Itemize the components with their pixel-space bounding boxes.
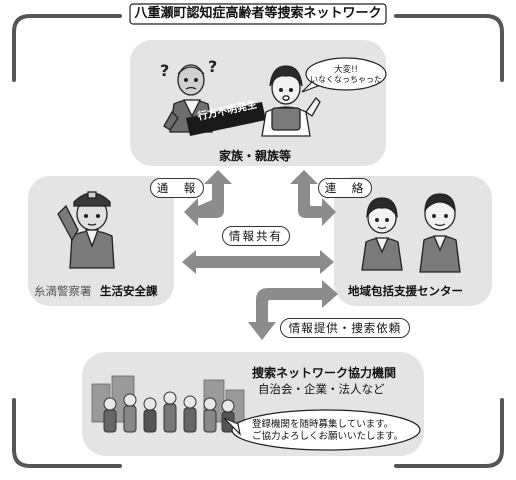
contact-arrow xyxy=(290,170,336,226)
family-member-illustration xyxy=(261,65,321,137)
speech-line-2: いなくなっちゃった xyxy=(310,75,382,84)
police-section-label: 生活安全課 xyxy=(100,284,158,298)
center-label: 地域包括支援センター xyxy=(348,284,463,298)
report-arrow xyxy=(184,170,232,226)
info-request-arrow xyxy=(248,280,338,340)
notice-bubble xyxy=(223,409,421,451)
notice-line-1: 登録機関を随時募集しています。 xyxy=(252,419,394,430)
report-pill: 通 報 xyxy=(150,178,204,198)
network-title: 捜索ネットワーク協力機関 xyxy=(252,366,397,380)
missing-banner xyxy=(186,102,266,136)
speech-line-1: 大変!! xyxy=(334,65,358,75)
network-subtitle: 自治会・企業・法人など xyxy=(258,382,385,396)
notice-line-2: ご協力よろしくお願いいたします。 xyxy=(252,431,404,442)
page-title: 八重瀬町認知症高齢者等捜索ネットワーク xyxy=(134,6,382,21)
question-marks: ? ? xyxy=(160,57,217,80)
center-staff-illustration xyxy=(361,193,461,273)
info-share-arrow xyxy=(182,250,334,274)
police-station-label: 糸満警察署 xyxy=(34,284,92,298)
question-mark-left: ? xyxy=(160,61,169,80)
question-mark-right: ? xyxy=(208,57,217,76)
people-group-illustration xyxy=(103,391,235,433)
elderly-person-illustration xyxy=(163,64,213,133)
family-label: 家族・親族等 xyxy=(219,149,292,163)
speech-bubble xyxy=(301,57,387,93)
outer-frame xyxy=(12,14,504,468)
info-request-pill: 情報提供・捜索依頼 xyxy=(280,318,410,338)
police-officer-illustration xyxy=(57,191,115,269)
info-share-pill: 情報共有 xyxy=(222,226,290,246)
title-bar xyxy=(129,3,387,25)
contact-pill: 連 絡 xyxy=(318,178,372,198)
